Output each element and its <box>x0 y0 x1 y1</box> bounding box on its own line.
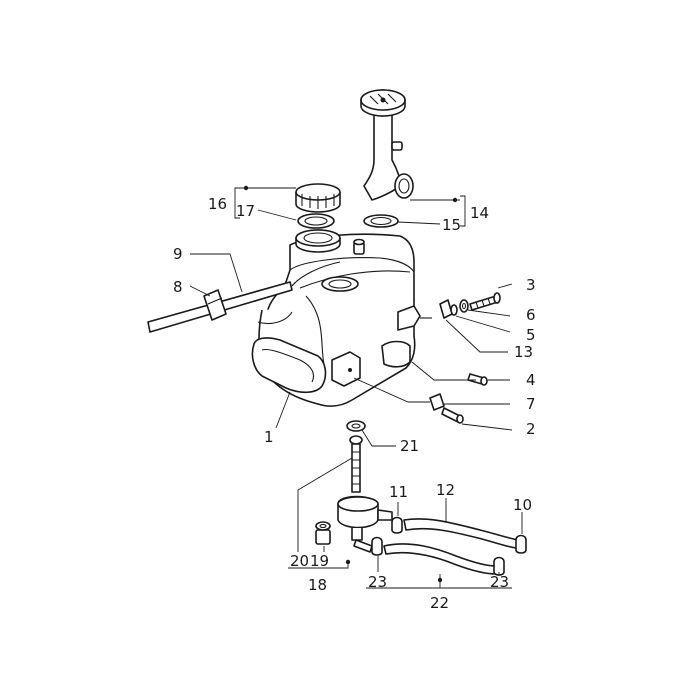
filler-cap <box>295 183 341 213</box>
callout-1: 1 <box>264 428 274 446</box>
fuel-hose-12 <box>403 518 519 549</box>
callout-18: 18 <box>308 576 327 594</box>
callout-10: 10 <box>513 496 532 514</box>
oil-filler-pipe <box>360 89 414 201</box>
hose-clip <box>203 289 227 321</box>
fuel-tap <box>337 435 393 553</box>
callout-5: 5 <box>526 326 536 344</box>
callout-11: 11 <box>389 483 408 501</box>
oil-pipe-gasket <box>363 214 399 228</box>
fuel-tank <box>251 229 432 407</box>
drain-plug-19 <box>315 521 331 545</box>
screw-4 <box>467 373 488 386</box>
callout-22: 22 <box>430 594 449 612</box>
callout-20: 20 <box>290 552 309 570</box>
hose-clamp-23-left <box>371 536 383 556</box>
washer-6 <box>459 299 469 313</box>
callout-3: 3 <box>526 276 536 294</box>
callout-8: 8 <box>173 278 183 296</box>
callout-14: 14 <box>470 204 489 222</box>
callout-16: 16 <box>208 195 227 213</box>
hose-clamp-23-right <box>493 556 505 576</box>
callout-15: 15 <box>442 216 461 234</box>
callout-13: 13 <box>514 343 533 361</box>
callout-2: 2 <box>526 420 536 438</box>
callout-23-left: 23 <box>368 573 387 591</box>
callout-17: 17 <box>236 202 255 220</box>
callout-21: 21 <box>400 437 419 455</box>
callout-6: 6 <box>526 306 536 324</box>
callout-labels: 16 17 14 15 9 8 3 6 5 13 4 7 2 1 21 11 1… <box>173 195 536 612</box>
callout-9: 9 <box>173 245 183 263</box>
callout-7: 7 <box>526 395 536 413</box>
hose-clamp-10 <box>515 534 527 554</box>
callout-4: 4 <box>526 371 536 389</box>
fuel-tap-seal-21 <box>346 420 366 432</box>
screw-3 <box>469 292 501 311</box>
screw-2 <box>441 407 464 424</box>
hose-clamp-11 <box>391 516 403 534</box>
fuel-hose-22 <box>383 543 497 575</box>
callout-12: 12 <box>436 481 455 499</box>
rubber-mount-13 <box>439 299 453 319</box>
callout-19: 19 <box>310 552 329 570</box>
callout-23-right: 23 <box>490 573 509 591</box>
leader-lines <box>189 185 523 589</box>
filler-seal <box>297 213 335 229</box>
rubber-mount-7 <box>429 393 445 411</box>
